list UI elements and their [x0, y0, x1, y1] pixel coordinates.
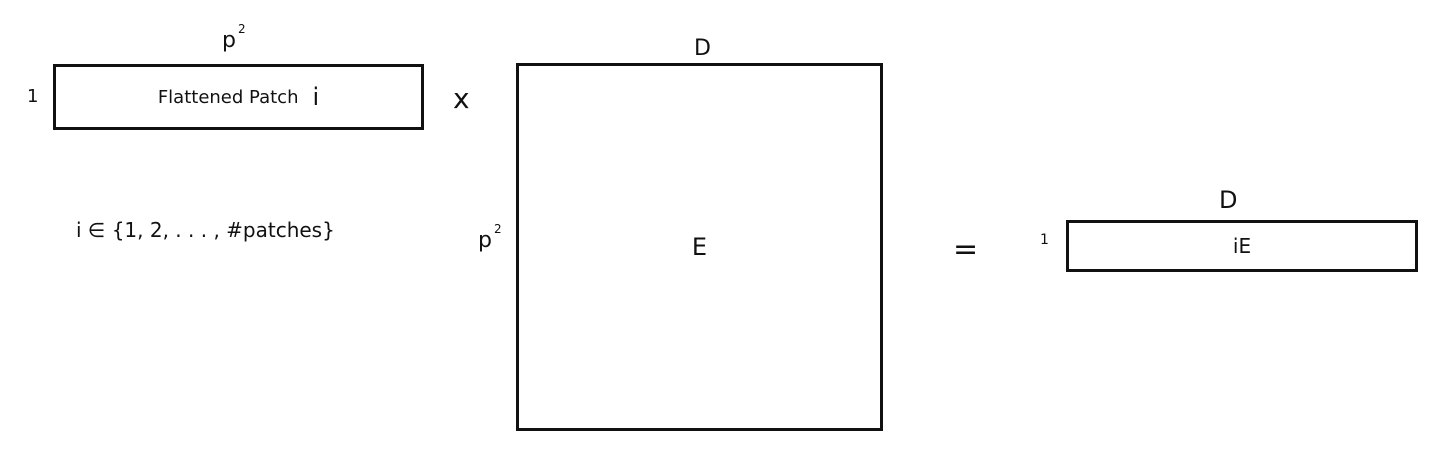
result-width-label: D — [1219, 186, 1238, 214]
result-vector: iE — [1066, 220, 1418, 272]
patch-width-base: p — [222, 28, 236, 53]
result-vector-text: iE — [1232, 234, 1252, 258]
flattened-patch-text: Flattened Patch — [157, 86, 299, 108]
embedding-height-base: p — [478, 228, 492, 253]
embedding-matrix-text: E — [691, 233, 708, 261]
multiply-operator: x — [453, 82, 470, 115]
index-set-label: i ∈ {1, 2, . . . , #patches} — [76, 218, 335, 242]
patch-height-label: 1 — [27, 86, 39, 107]
flattened-patch-vector: Flattened Patch i — [53, 64, 424, 130]
embedding-width-label: D — [694, 36, 711, 61]
equals-operator: = — [953, 232, 979, 267]
embedding-matrix: E — [516, 63, 883, 431]
embedding-height-exponent: 2 — [493, 222, 502, 236]
patch-width-exponent: 2 — [237, 22, 246, 36]
patch-index-label: i — [312, 83, 320, 111]
result-height-label: 1 — [1040, 232, 1049, 248]
